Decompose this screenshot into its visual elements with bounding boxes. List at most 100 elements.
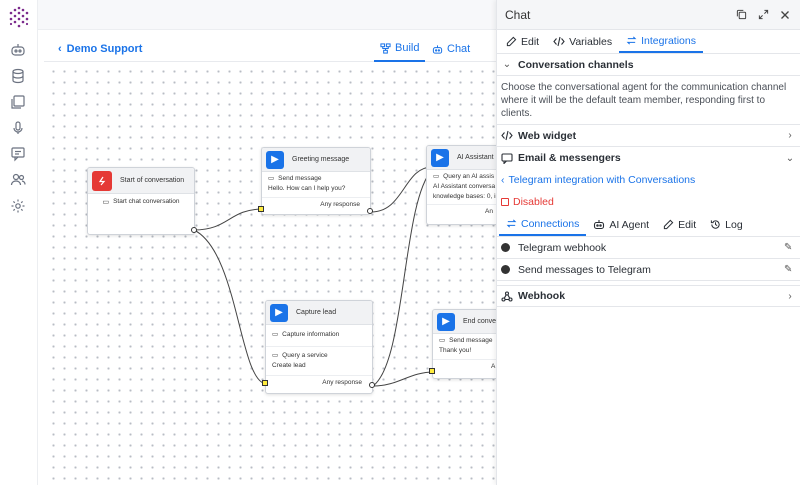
play-icon: ▶ xyxy=(437,312,455,331)
expand-icon[interactable] xyxy=(756,8,770,22)
node-ai-title: AI Assistant xyxy=(457,154,494,161)
node-ai-line3: knowledge bases: 0, int xyxy=(433,192,501,200)
node-greeting-action: Send message xyxy=(278,175,322,182)
panel-title: Chat xyxy=(505,7,531,22)
tab-integrations-label: Integrations xyxy=(641,34,696,47)
status-label: Disabled xyxy=(513,196,554,208)
tab-log[interactable]: Log xyxy=(703,213,750,236)
node-start-title: Start of conversation xyxy=(120,177,185,184)
node-ai-line2: AI Assistant conversa xyxy=(433,182,496,190)
brand-logo-icon[interactable] xyxy=(8,6,30,28)
node-start[interactable]: Start of conversation ▭ Start chat conve… xyxy=(87,167,195,235)
node-capture[interactable]: ▶ Capture lead ▭ Capture information ▭Qu… xyxy=(265,300,373,394)
connection-label: Send messages to Telegram xyxy=(518,263,651,276)
port-out-start[interactable] xyxy=(191,227,197,233)
play-icon: ▶ xyxy=(266,150,284,169)
web-widget-label: Web widget xyxy=(518,129,577,142)
node-greeting-title: Greeting message xyxy=(292,156,350,163)
code-icon xyxy=(501,130,513,141)
chat-icon xyxy=(501,152,513,164)
status-box-icon xyxy=(501,198,509,206)
port-out-greeting[interactable] xyxy=(367,208,373,214)
node-ai[interactable]: ▶ AI Assistant ▭Query an AI assis AI Ass… xyxy=(426,145,516,225)
telegram-tabs: Connections AI Agent Edit Log xyxy=(497,213,800,237)
email-messengers-label: Email & messengers xyxy=(518,152,621,164)
port-in-end[interactable] xyxy=(429,368,435,374)
tab-telegram-edit[interactable]: Edit xyxy=(656,213,703,236)
microphone-icon[interactable] xyxy=(10,120,26,136)
bot-icon: ▭ xyxy=(433,173,440,180)
web-widget-row[interactable]: Web widget › xyxy=(497,125,800,147)
edge-start-capture xyxy=(193,229,268,385)
port-in-capture[interactable] xyxy=(262,380,268,386)
port-out-capture[interactable] xyxy=(369,382,375,388)
history-icon xyxy=(711,220,720,229)
bot-icon[interactable] xyxy=(10,42,26,58)
connection-row[interactable]: Send messages to Telegram ✎ xyxy=(497,259,800,281)
settings-icon[interactable] xyxy=(10,198,26,214)
tab-ai-agent[interactable]: AI Agent xyxy=(586,213,656,236)
message-icon: ▭ xyxy=(439,337,446,344)
node-start-action: Start chat conversation xyxy=(113,198,180,205)
back-button[interactable]: ‹ Demo Support xyxy=(58,43,142,55)
node-end[interactable]: ▶ End conver ▭Send message Thank you! A xyxy=(432,309,512,379)
node-end-title: End conver xyxy=(463,318,499,325)
pencil-icon[interactable]: ✎ xyxy=(784,264,793,275)
node-greeting-message: Hello. How can I help you? xyxy=(268,184,346,192)
integration-status: Disabled xyxy=(497,191,800,213)
node-end-message: Thank you! xyxy=(439,346,472,354)
node-capture-footer: Any response xyxy=(322,379,362,387)
node-end-footer: A xyxy=(491,362,496,370)
connection-row[interactable]: Telegram webhook ✎ xyxy=(497,237,800,259)
tab-variables-label: Variables xyxy=(569,35,613,48)
tab-chat[interactable]: Chat xyxy=(426,36,476,62)
lightning-icon xyxy=(92,170,112,191)
database-icon[interactable] xyxy=(10,68,26,84)
close-icon[interactable] xyxy=(778,8,792,22)
flow-canvas[interactable]: Start of conversation ▭ Start chat conve… xyxy=(44,62,516,485)
tab-chat-label: Chat xyxy=(447,43,471,55)
flow-icon xyxy=(380,42,391,54)
edit-icon xyxy=(506,36,517,47)
form-icon: ▭ xyxy=(272,331,279,338)
conversation-channels-description: Choose the conversational agent for the … xyxy=(497,76,800,125)
library-icon[interactable] xyxy=(10,94,26,110)
tab-integrations[interactable]: Integrations xyxy=(619,30,703,53)
tab-edit-label: Edit xyxy=(521,35,540,48)
tab-connections[interactable]: Connections xyxy=(499,213,587,236)
edge-start-greeting xyxy=(193,208,264,231)
chevron-down-icon: ⌄ xyxy=(502,59,512,70)
robot-icon xyxy=(594,220,605,230)
chevron-down-icon: ⌄ xyxy=(785,152,795,164)
chat-icon: ▭ xyxy=(102,199,110,206)
port-in-greeting[interactable] xyxy=(258,206,264,212)
pencil-icon[interactable]: ✎ xyxy=(784,242,793,253)
chat-icon[interactable] xyxy=(10,146,26,162)
telegram-integration-back-link[interactable]: ‹ Telegram integration with Conversation… xyxy=(497,169,800,191)
tab-ai-agent-label: AI Agent xyxy=(609,218,650,231)
tab-connections-label: Connections xyxy=(521,217,580,230)
users-icon[interactable] xyxy=(10,172,26,188)
webhook-row[interactable]: Webhook › xyxy=(497,285,800,307)
node-capture-action2-sub: Create lead xyxy=(272,361,306,369)
node-greeting[interactable]: ▶ Greeting message ▭Send message Hello. … xyxy=(261,147,371,215)
play-icon: ▶ xyxy=(431,148,449,167)
chevron-right-icon: › xyxy=(788,130,792,141)
email-messengers-row[interactable]: Email & messengers ⌄ xyxy=(497,147,800,169)
chevron-left-icon: ‹ xyxy=(501,174,505,186)
swap-icon xyxy=(506,219,517,228)
copy-icon[interactable] xyxy=(734,8,748,22)
telegram-icon xyxy=(501,265,510,274)
conversation-channels-label: Conversation channels xyxy=(518,58,634,71)
swap-icon xyxy=(626,36,637,45)
tab-variables[interactable]: Variables xyxy=(546,30,619,53)
flow-title: Demo Support xyxy=(66,43,143,55)
tab-build[interactable]: Build xyxy=(374,36,426,62)
node-ai-footer: An xyxy=(485,208,493,216)
tab-edit[interactable]: Edit xyxy=(499,30,546,53)
node-capture-action1: Capture information xyxy=(282,331,340,338)
panel-tabs: Edit Variables Integrations xyxy=(497,30,800,54)
conversation-channels-header[interactable]: ⌄ Conversation channels xyxy=(497,54,800,76)
node-greeting-footer: Any response xyxy=(320,200,360,208)
